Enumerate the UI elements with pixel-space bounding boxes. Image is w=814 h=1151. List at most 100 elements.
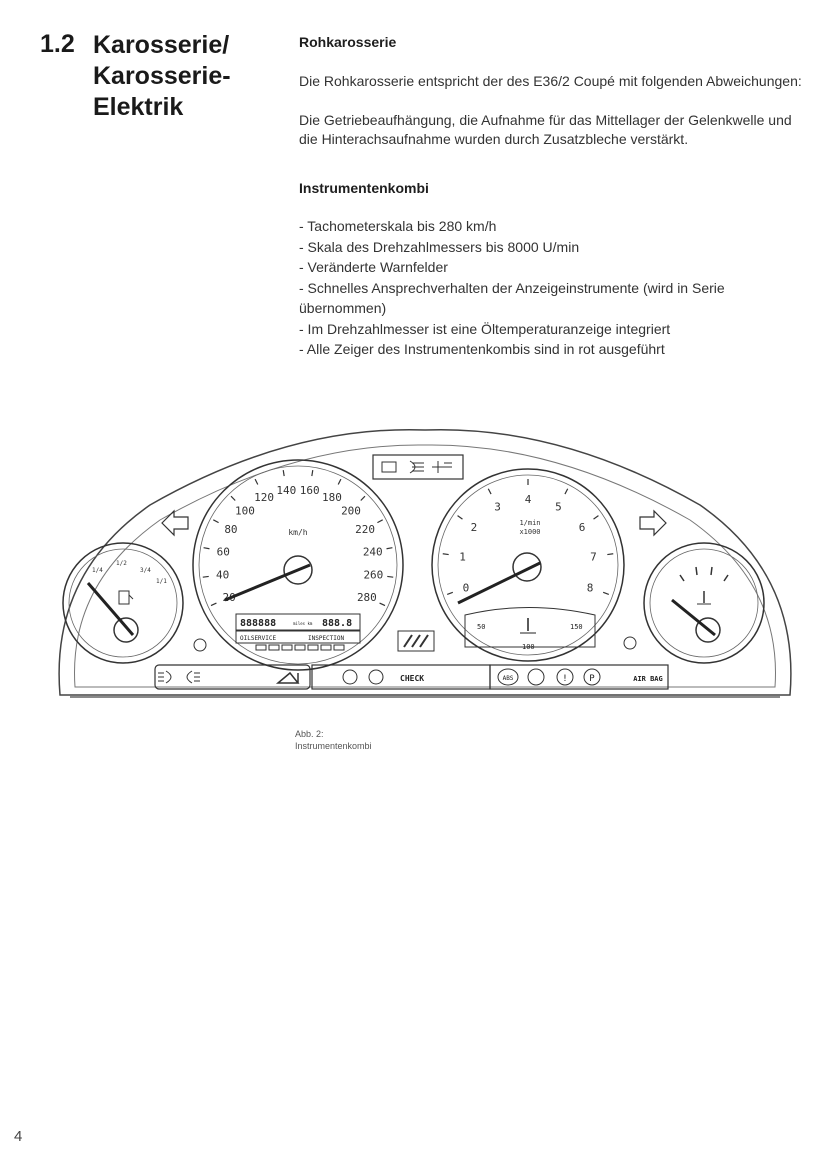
paragraph-rohkarosserie-2: Die Getriebeaufhängung, die Aufnahme für… <box>299 112 792 147</box>
fuel-needle <box>86 582 135 636</box>
tachometer-tick-mark <box>593 515 599 520</box>
parking-label: P <box>589 674 595 684</box>
section-heading-instrumentenkombi: Instrumentenkombi <box>299 180 429 196</box>
m-logo <box>397 630 435 652</box>
list-item: - Tachometerskala bis 280 km/h <box>299 218 497 234</box>
fog-light-rear-icon <box>186 670 200 684</box>
tachometer-tick-label: 1 <box>459 550 466 563</box>
tachometer-tick-label: 5 <box>555 500 562 513</box>
speedometer-tick-mark <box>230 495 236 501</box>
caption-line-1: Abb. 2: <box>295 729 324 739</box>
seatbelt-icon <box>275 671 300 684</box>
chapter-title-line-1: Karosserie/ <box>93 31 230 59</box>
speedometer-tick-mark <box>377 519 383 524</box>
speedometer-tick-mark <box>213 519 219 524</box>
thermometer-icon <box>697 591 711 605</box>
indicator-light-right <box>623 636 637 650</box>
warning-light-bar: CHECK ABS ! P AIR BAG <box>154 664 669 690</box>
battery-icon <box>342 669 358 685</box>
engine-temp-icon <box>432 461 452 473</box>
speedometer-tick-mark <box>210 602 217 607</box>
chapter-title: Karosserie/ Karosserie- Elektrik <box>93 30 231 123</box>
oil-temp-low: 50 <box>477 623 485 631</box>
indicator-light-left <box>193 638 207 652</box>
coolant-needle <box>671 598 716 637</box>
speedometer-tick-label: 60 <box>217 545 230 558</box>
speedometer-needle <box>224 563 311 602</box>
speedometer-tick-mark <box>203 547 210 550</box>
instrumentenkombi-list: - Tachometerskala bis 280 km/h - Skala d… <box>299 216 804 360</box>
high-beam-icon <box>409 460 424 474</box>
tachometer-tick-label: 3 <box>494 500 501 513</box>
tachometer-ticks: 0 1 2 3 4 5 6 7 8 <box>442 479 614 595</box>
speedometer-tick-label: 260 <box>363 569 383 582</box>
list-item: - Skala des Drehzahlmessers bis 8000 U/m… <box>299 238 580 255</box>
speedometer-tick-mark <box>282 470 285 477</box>
main-content: Rohkarosserie Die Rohkarosserie entspric… <box>299 34 804 360</box>
speedometer: 20406080100120140160180200220240260280 k… <box>192 459 404 671</box>
oil-temp-mid: 100 <box>522 643 535 651</box>
chapter-title-line-2: Karosserie- <box>93 62 231 90</box>
check-label: CHECK <box>400 674 424 683</box>
tachometer-tick-label: 2 <box>471 521 478 534</box>
tachometer-tick-mark <box>457 515 463 520</box>
speedometer-tick-mark <box>311 470 314 477</box>
page-number: 4 <box>14 1128 23 1145</box>
speedometer-tick-label: 240 <box>363 545 383 558</box>
speedometer-tick-label: 200 <box>341 505 361 518</box>
tachometer-tick-label: 0 <box>463 582 470 595</box>
tachometer-unit-line-1: 1/min <box>519 519 540 527</box>
fuel-tick-3: 3/4 <box>140 567 151 574</box>
tachometer-tick-label: 6 <box>579 521 586 534</box>
fuel-pump-icon <box>118 590 134 605</box>
speedometer-tick-label: 40 <box>216 569 229 582</box>
list-item: - Veränderte Warnfelder <box>299 259 448 275</box>
speedometer-tick-mark <box>360 495 366 501</box>
oil-temp-icon <box>520 618 536 634</box>
tachometer-tick-label: 7 <box>590 550 597 563</box>
speedometer-tick-mark <box>387 575 394 578</box>
tachometer-unit-line-2: x1000 <box>519 528 540 536</box>
abs-label: ABS <box>503 675 514 682</box>
speedometer-tick-label: 160 <box>300 484 320 497</box>
tachometer-tick-mark <box>602 591 610 595</box>
oil-temp-high: 150 <box>570 623 583 631</box>
list-item: - Im Drehzahlmesser ist eine Öltemperatu… <box>299 320 671 337</box>
speedometer-tick-label: 180 <box>322 491 342 504</box>
speedometer-tick-mark <box>202 575 209 578</box>
list-item: - Schnelles Ansprechverhalten der Anzeig… <box>299 279 725 317</box>
trip-display: 888.8 <box>322 618 352 629</box>
speedometer-tick-mark <box>337 478 342 485</box>
speedometer-tick-mark <box>254 478 259 485</box>
tachometer-needle <box>457 561 541 605</box>
odometer-unit: miles km <box>293 621 313 626</box>
tachometer-tick-label: 4 <box>525 493 532 506</box>
speedometer-tick-label: 280 <box>357 591 377 604</box>
odometer-display: 888888 <box>240 618 276 629</box>
fuel-tick-4: 1/1 <box>156 578 167 585</box>
glow-icon <box>368 669 384 685</box>
list-item: - Alle Zeiger des Instrumentenkombis sin… <box>299 341 665 357</box>
tachometer: 0 1 2 3 4 5 6 7 8 1/min x1000 50 100 150 <box>431 468 625 662</box>
instrument-cluster-figure: 20406080100120140160180200220240260280 k… <box>58 428 792 698</box>
speedometer-tick-label: 220 <box>355 523 375 536</box>
speedometer-tick-mark <box>386 547 393 550</box>
top-indicator-box <box>372 454 464 480</box>
speedometer-tick-label: 120 <box>254 491 274 504</box>
speedometer-tick-label: 140 <box>276 484 296 497</box>
service-interval-lights <box>255 644 345 651</box>
speedometer-tick-mark <box>379 602 386 607</box>
turn-right-arrow-icon <box>639 509 667 537</box>
fog-light-front-icon <box>158 670 172 684</box>
brake-label: ! <box>562 674 567 684</box>
speedometer-ticks: 20406080100120140160180200220240260280 <box>202 470 394 607</box>
tachometer-tick-mark <box>446 591 454 595</box>
inspection-label: INSPECTION <box>308 635 345 642</box>
oilservice-label: OILSERVICE <box>240 635 277 642</box>
tachometer-tick-mark <box>564 488 569 495</box>
brake-circle-icon <box>527 668 545 686</box>
fuel-gauge: 1/4 1/2 3/4 1/1 <box>62 542 184 664</box>
tachometer-tick-label: 8 <box>587 582 594 595</box>
fuel-tick-2: 1/2 <box>116 560 127 567</box>
speedometer-tick-label: 80 <box>224 523 237 536</box>
